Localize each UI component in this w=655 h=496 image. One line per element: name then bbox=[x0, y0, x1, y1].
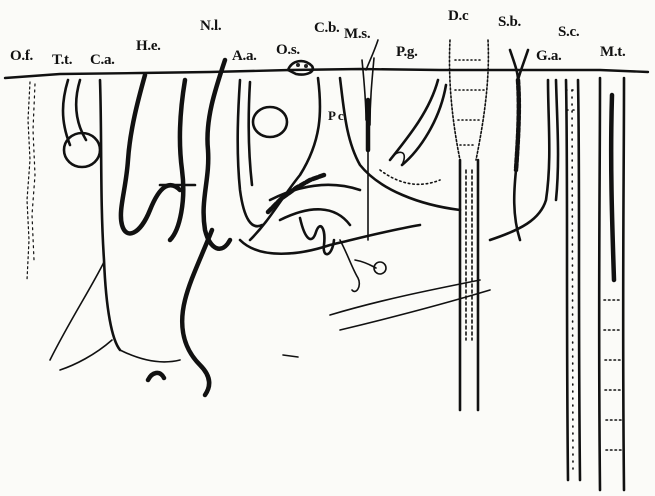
of-dotted-column bbox=[27, 82, 35, 280]
os-surface-creature bbox=[288, 61, 313, 74]
label-he: H.e. bbox=[136, 38, 161, 55]
label-tt: T.t. bbox=[52, 52, 72, 69]
ga-curved-root bbox=[490, 80, 558, 240]
ca-root bbox=[50, 80, 180, 370]
label-aa: A.a. bbox=[232, 48, 257, 65]
label-dc: D.c bbox=[448, 8, 468, 25]
nl-long-worm bbox=[182, 60, 230, 395]
bottom-root-fragments bbox=[148, 355, 298, 380]
label-sb: S.b. bbox=[498, 14, 521, 31]
label-pg: P.g. bbox=[396, 44, 418, 61]
label-ga: G.a. bbox=[536, 48, 561, 65]
label-ca: C.a. bbox=[90, 52, 115, 69]
label-ms: M.s. bbox=[344, 26, 370, 43]
sc-segmented-column bbox=[566, 80, 580, 480]
label-sc: S.c. bbox=[558, 24, 579, 41]
label-cb: C.b. bbox=[314, 20, 339, 37]
dc-tower-and-tube bbox=[449, 40, 488, 410]
label-pc: P c. bbox=[328, 108, 346, 124]
label-nl: N.l. bbox=[200, 18, 221, 35]
tt-root-sac bbox=[63, 80, 100, 167]
label-of: O.f. bbox=[10, 48, 33, 65]
label-mt: M.t. bbox=[600, 44, 625, 61]
sb-forked-worm bbox=[510, 50, 528, 240]
ground-surface-line bbox=[5, 69, 648, 78]
pg-cone bbox=[380, 80, 446, 184]
he-looping-worm bbox=[121, 75, 195, 240]
mt-tube bbox=[599, 78, 624, 490]
label-os: O.s. bbox=[276, 42, 300, 59]
